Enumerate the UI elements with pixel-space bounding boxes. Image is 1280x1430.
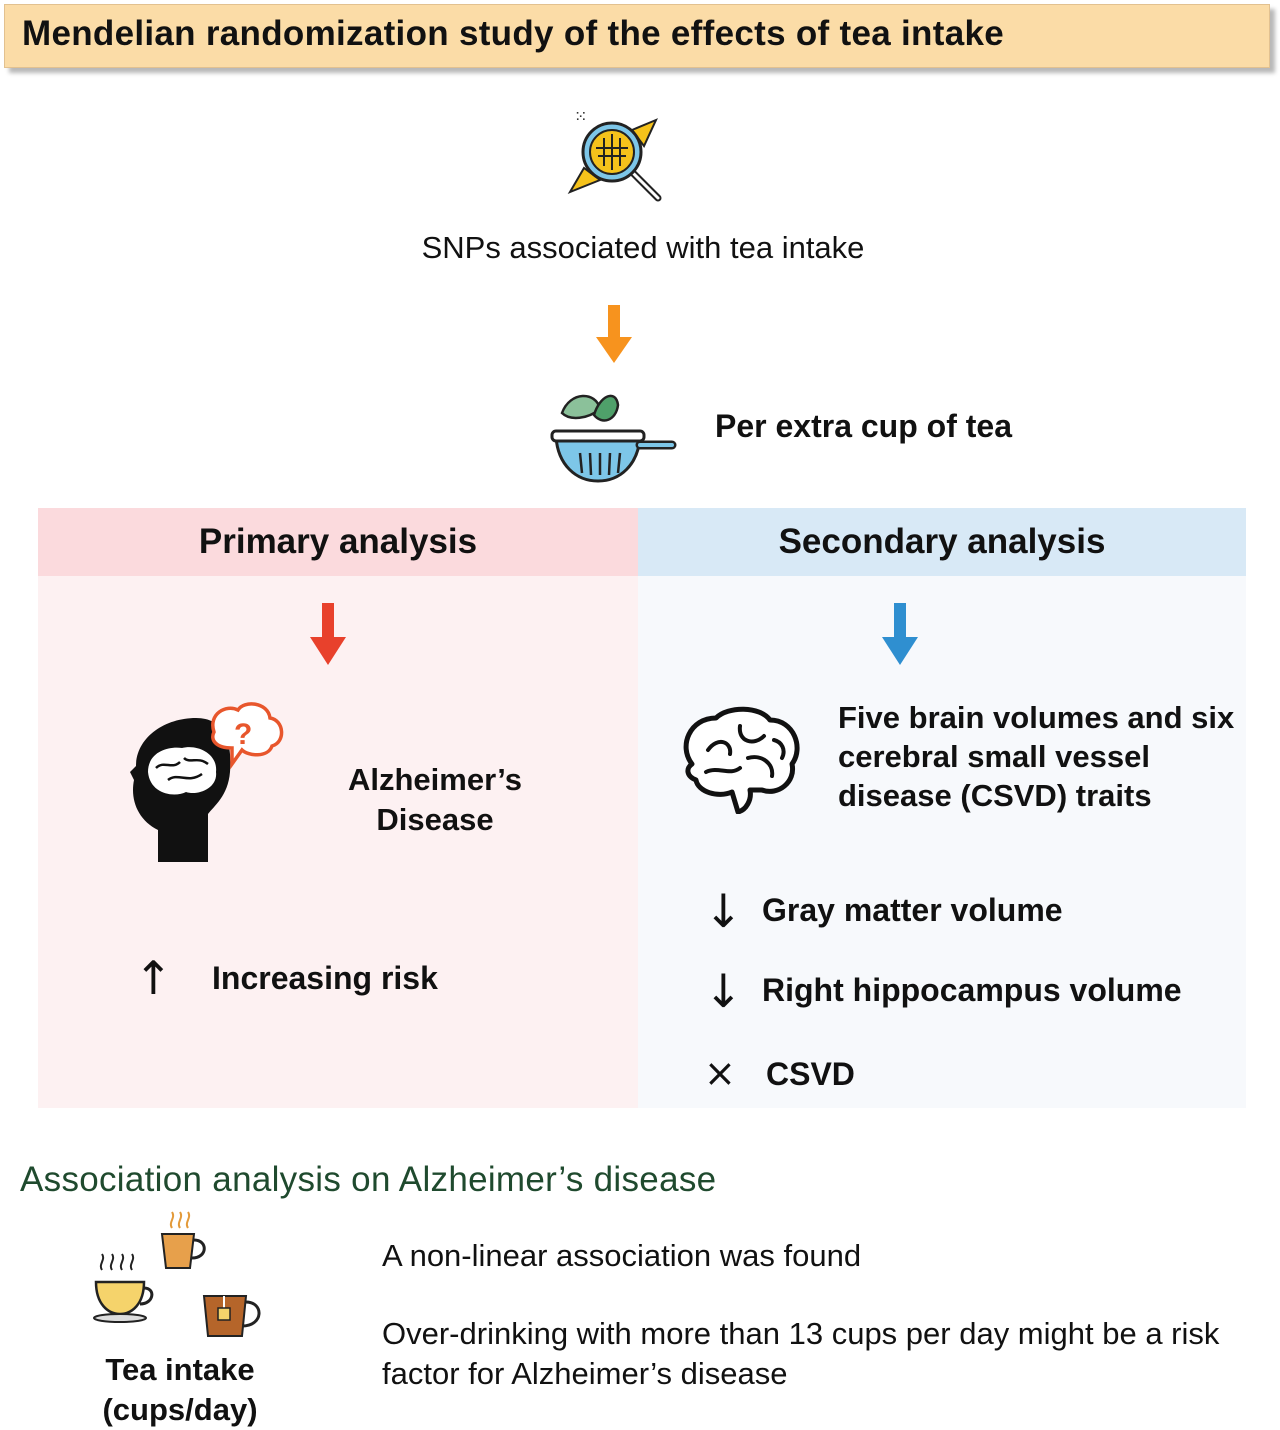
- brain-traits-label: Five brain volumes and six cerebral smal…: [838, 700, 1235, 813]
- page-title: Mendelian randomization study of the eff…: [22, 14, 1004, 53]
- primary-analysis-header: Primary analysis: [38, 508, 638, 576]
- tea-cups-icon: [93, 1211, 261, 1337]
- red-down-arrow-icon: [310, 603, 346, 665]
- association-result-2: Over-drinking with more than 13 cups per…: [382, 1316, 1220, 1391]
- increasing-risk-label: Increasing risk: [212, 960, 438, 996]
- snp-label: SNPs associated with tea intake: [421, 230, 865, 265]
- down-arrow-icon: ↓: [704, 964, 743, 1018]
- dna-magnifier-icon: ⁙: [567, 107, 662, 202]
- association-heading: Association analysis on Alzheimer’s dise…: [20, 1160, 717, 1199]
- up-arrow-icon: ↑: [134, 951, 173, 1005]
- per-cup-label: Per extra cup of tea: [715, 408, 1012, 444]
- brain-icon: [683, 706, 800, 814]
- finding-gray-matter: Gray matter volume: [762, 892, 1063, 928]
- head-brain-question-icon: ?: [130, 702, 284, 862]
- association-result-1: A non-linear association was found: [382, 1238, 862, 1273]
- svg-text:⁙: ⁙: [574, 107, 587, 126]
- secondary-analysis-header: Secondary analysis: [638, 508, 1246, 576]
- orange-down-arrow-icon: [596, 305, 632, 363]
- primary-analysis-title: Primary analysis: [198, 522, 478, 561]
- blue-down-arrow-icon: [882, 603, 918, 665]
- finding-csvd: CSVD: [766, 1056, 855, 1092]
- cross-icon: ×: [704, 1051, 736, 1095]
- secondary-analysis-title: Secondary analysis: [778, 522, 1106, 561]
- finding-right-hippocampus: Right hippocampus volume: [762, 972, 1182, 1008]
- svg-text:?: ?: [234, 718, 252, 751]
- down-arrow-icon: ↓: [704, 884, 743, 938]
- tea-strainer-icon: [550, 394, 677, 483]
- alzheimers-outcome-label: Alzheimer’s Disease: [347, 762, 522, 837]
- title-banner: [4, 4, 1270, 68]
- tea-intake-label: Tea intake (cups/day): [102, 1352, 258, 1427]
